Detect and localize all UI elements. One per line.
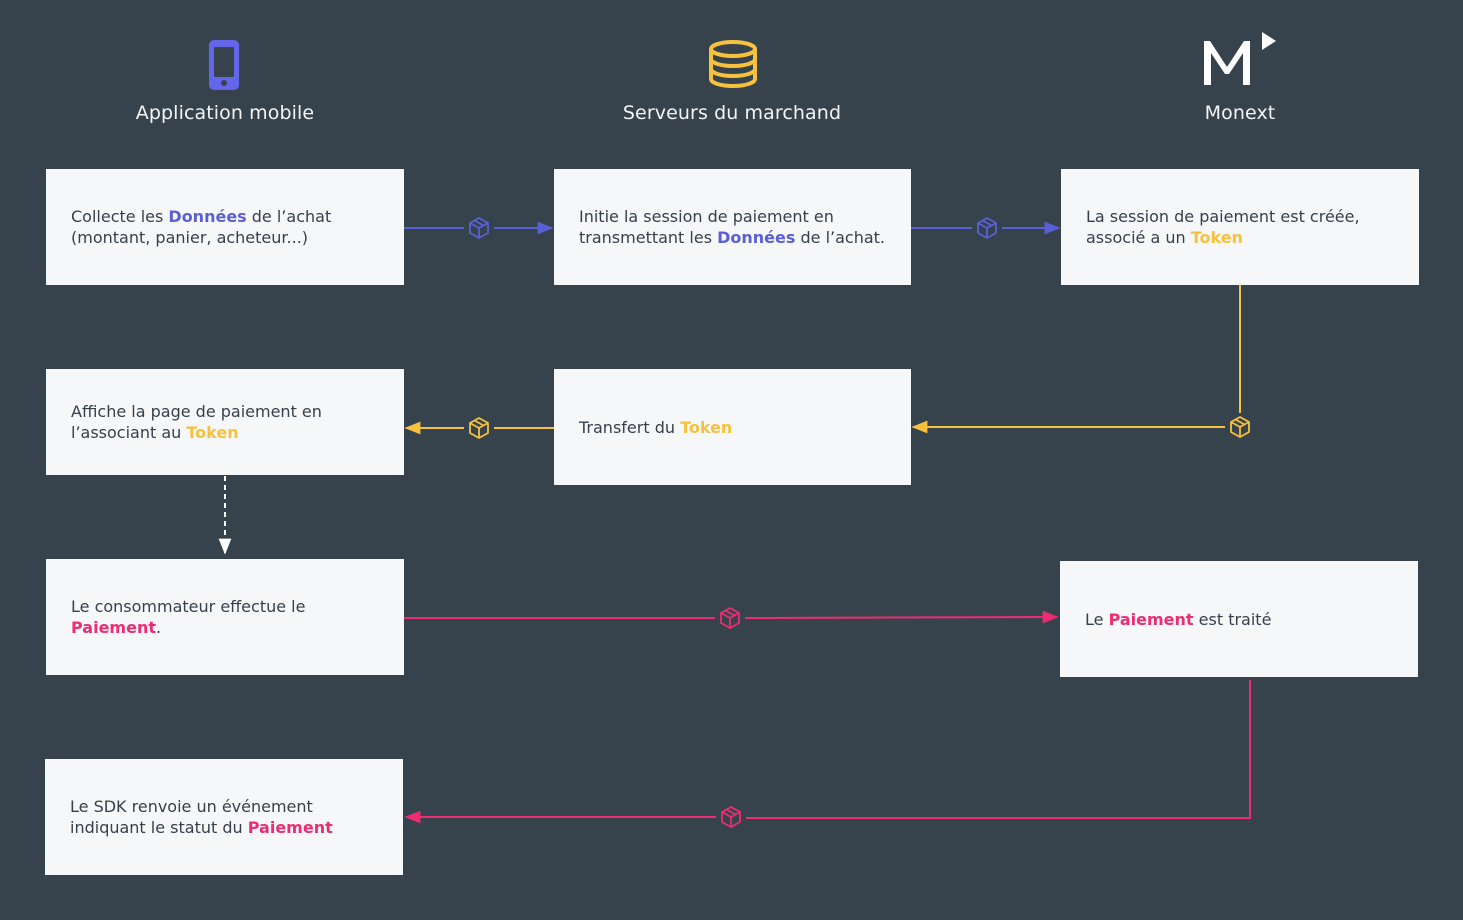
highlight-donnees: Données [717,228,796,247]
highlight-paiement: Paiement [71,618,156,637]
highlight-donnees: Données [168,207,247,226]
package-icon [720,607,740,629]
package-icon [469,217,489,239]
step-text: La session de paiement est créée, [1086,207,1360,226]
flow-pay-to-processed [404,607,1059,629]
step-text: associé a un [1086,228,1191,247]
step-sdk-returns-event: Le SDK renvoie un événement indiquant le … [45,759,403,875]
flow-initiate-to-session [911,217,1061,239]
step-text: est traité [1193,609,1272,629]
step-text: de l’achat. [795,228,886,247]
step-transfer-token: Transfert du Token [554,369,911,485]
highlight-token: Token [186,423,239,442]
column-header-merchant: Serveurs du marchand [622,102,842,124]
step-text: Affiche la page de paiement en [71,402,322,421]
package-icon [977,217,997,239]
step-session-created: La session de paiement est créée, associé… [1061,169,1419,285]
step-text: indiquant le statut du [70,818,248,837]
package-icon [721,806,741,828]
package-icon [1230,416,1250,438]
flow-session-to-transfer [911,285,1250,438]
database-icon [707,40,759,92]
monext-logo [1201,31,1279,91]
column-header-mobile: Application mobile [135,102,315,124]
step-text: Initie la session de paiement en [579,207,834,226]
step-text: transmettant les [579,228,718,247]
step-text: Collecte les [71,207,169,226]
step-collect-data: Collecte les Données de l’achat (montant,… [46,169,404,285]
step-text: de l’achat [246,207,332,226]
step-text: (montant, panier, acheteur...) [71,228,309,247]
step-text: . [156,618,162,637]
highlight-paiement: Paiement [247,818,333,837]
flow-processed-to-sdk [404,680,1251,828]
step-text: Le SDK renvoie un événement [70,797,313,816]
smartphone-icon [207,39,241,95]
step-text: Le [1085,609,1109,629]
flow-collect-to-initiate [404,217,554,239]
step-display-payment-page: Affiche la page de paiement en l’associan… [46,369,404,475]
step-consumer-pays: Le consommateur effectue le Paiement. [46,559,404,675]
highlight-token: Token [1190,228,1243,247]
highlight-paiement: Paiement [1108,609,1194,629]
step-text: Le consommateur effectue le [71,597,306,616]
column-header-monext: Monext [1204,102,1276,124]
step-initiate-session: Initie la session de paiement en transmet… [554,169,911,285]
step-payment-processed: Le Paiement est traité [1060,561,1418,677]
highlight-token: Token [680,417,733,437]
step-text: Transfert du [579,417,681,437]
flow-transfer-to-display [404,417,554,439]
package-icon [469,417,489,439]
step-text: l’associant au [71,423,187,442]
